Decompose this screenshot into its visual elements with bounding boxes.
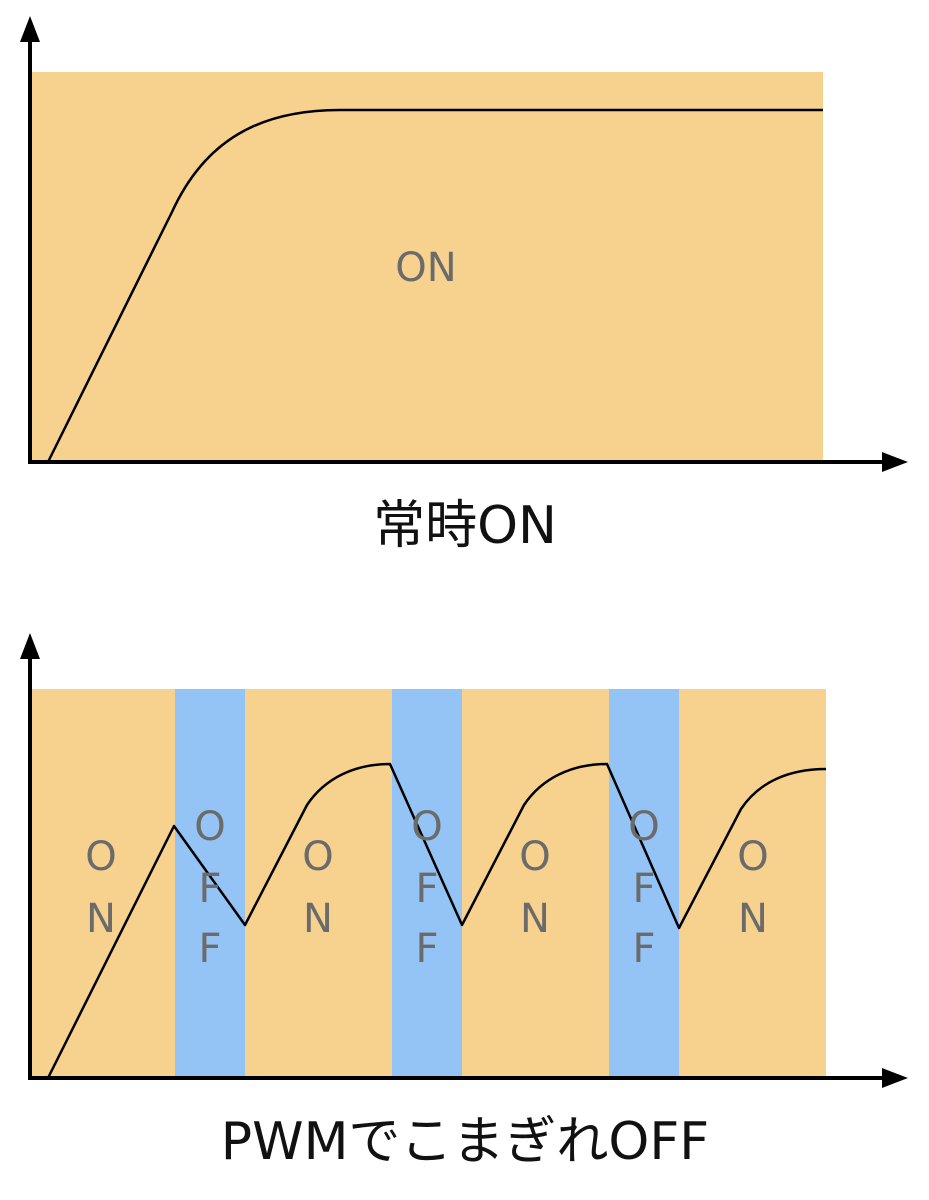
bottom-diagram: O N O N O N O N O F F O F F O F F xyxy=(20,633,908,1172)
svg-text:F: F xyxy=(632,926,655,972)
bottom-on-label-1: O N xyxy=(85,834,116,942)
bottom-y-axis-arrow-icon xyxy=(20,633,40,659)
svg-text:F: F xyxy=(198,866,221,912)
svg-text:N: N xyxy=(303,896,333,942)
svg-text:F: F xyxy=(415,926,438,972)
bottom-on-label-4: O N xyxy=(737,834,768,942)
svg-text:O: O xyxy=(411,804,442,850)
svg-text:F: F xyxy=(198,926,221,972)
svg-text:N: N xyxy=(520,896,550,942)
top-x-axis-arrow-icon xyxy=(882,452,908,472)
bottom-off-region-1 xyxy=(175,689,245,1078)
svg-text:O: O xyxy=(85,834,116,880)
bottom-on-label-3: O N xyxy=(519,834,550,942)
svg-text:O: O xyxy=(519,834,550,880)
svg-text:O: O xyxy=(737,834,768,880)
top-diagram: ON 常時ON xyxy=(20,16,908,556)
bottom-on-region-3 xyxy=(462,689,609,1078)
top-caption: 常時ON xyxy=(373,496,557,556)
bottom-on-region-1 xyxy=(30,689,175,1078)
top-response-curve xyxy=(46,108,823,463)
bottom-caption: PWMでこまぎれOFF xyxy=(221,1112,709,1172)
svg-text:O: O xyxy=(628,804,659,850)
bottom-off-region-3 xyxy=(609,689,679,1078)
bottom-on-label-2: O N xyxy=(302,834,333,942)
svg-text:N: N xyxy=(86,896,116,942)
bottom-off-label-3: O F F xyxy=(628,804,659,972)
svg-text:O: O xyxy=(194,804,225,850)
svg-text:F: F xyxy=(632,866,655,912)
top-on-label: ON xyxy=(395,245,456,291)
bottom-off-region-2 xyxy=(392,689,462,1078)
svg-text:O: O xyxy=(302,834,333,880)
bottom-response-curve xyxy=(46,762,827,1079)
bottom-x-axis-arrow-icon xyxy=(882,1068,908,1088)
svg-text:F: F xyxy=(415,866,438,912)
bottom-on-region-2 xyxy=(245,689,392,1078)
svg-text:N: N xyxy=(738,896,768,942)
bottom-off-label-1: O F F xyxy=(194,804,225,972)
bottom-off-label-2: O F F xyxy=(411,804,442,972)
top-y-axis-arrow-icon xyxy=(20,16,40,42)
top-on-region xyxy=(30,72,823,462)
